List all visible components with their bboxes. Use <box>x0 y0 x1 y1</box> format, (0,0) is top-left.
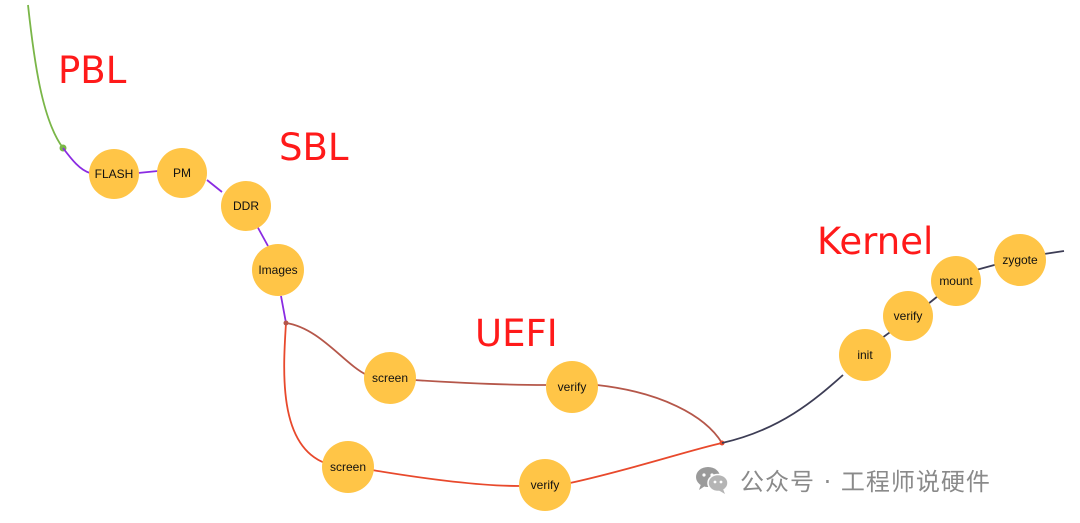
node-verify-lower: verify <box>519 459 571 511</box>
node-zygote: zygote <box>994 234 1046 286</box>
watermark: 公众号 · 工程师说硬件 <box>694 462 991 497</box>
node-verify-kernel: verify <box>883 291 933 341</box>
svg-text:zygote: zygote <box>1002 253 1038 267</box>
svg-text:verify: verify <box>558 380 587 394</box>
node-ddr: DDR <box>221 181 271 231</box>
stage-label-sbl: SBL <box>279 126 349 169</box>
svg-text:verify: verify <box>894 309 923 323</box>
edge-kernel <box>721 250 1065 444</box>
svg-text:DDR: DDR <box>233 199 259 213</box>
watermark-text: 公众号 · 工程师说硬件 <box>740 468 991 496</box>
svg-text:FLASH: FLASH <box>95 167 134 181</box>
svg-text:PM: PM <box>173 166 191 180</box>
edge-pbl-start <box>27 4 64 149</box>
svg-text:screen: screen <box>330 460 366 474</box>
svg-text:mount: mount <box>939 274 973 288</box>
node-verify-upper: verify <box>546 361 598 413</box>
svg-text:screen: screen <box>372 371 408 385</box>
svg-text:verify: verify <box>531 478 560 492</box>
svg-text:init: init <box>857 348 873 362</box>
node-pm: PM <box>157 148 207 198</box>
node-screen-upper: screen <box>364 352 416 404</box>
node-images: Images <box>252 244 304 296</box>
stage-label-pbl: PBL <box>58 49 127 92</box>
svg-text:Images: Images <box>258 263 297 277</box>
node-init: init <box>839 329 891 381</box>
edge-uefi-upper <box>285 322 723 444</box>
stage-label-kernel: Kernel <box>817 220 933 263</box>
stage-label-uefi: UEFI <box>475 312 558 355</box>
node-flash: FLASH <box>89 149 139 199</box>
wechat-icon <box>696 466 729 494</box>
edge-uefi-lower <box>283 322 723 487</box>
edge-flash-pm <box>62 147 287 324</box>
node-mount: mount <box>931 256 981 306</box>
images-junction-dot <box>283 320 289 326</box>
node-screen-lower: screen <box>322 441 374 493</box>
